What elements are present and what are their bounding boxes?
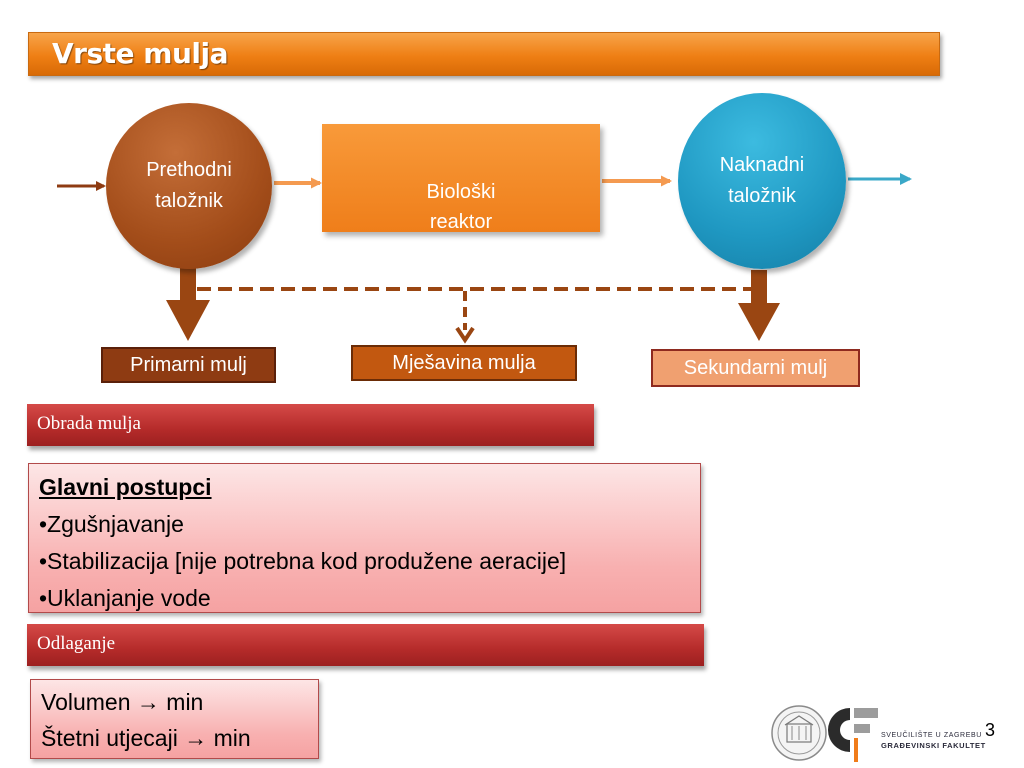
slide-title: Vrste mulja bbox=[52, 37, 228, 70]
list-item: •Stabilizacija [nije potrebna kod produž… bbox=[39, 548, 567, 574]
faculty-wordmark: SVEUČILIŠTE U ZAGREBU GRAĐEVINSKI FAKULT… bbox=[881, 731, 986, 751]
primary-sludge-arrow bbox=[166, 268, 210, 341]
list-item: Volumen → min bbox=[41, 689, 204, 715]
primary-sludge-box: Primarni mulj bbox=[101, 347, 276, 383]
page-number: 3 bbox=[985, 720, 996, 740]
secondary-clarifier-node: Naknadni taložnik bbox=[678, 93, 846, 269]
bioreactor-label: Biološki reaktor bbox=[426, 181, 496, 233]
section-bar-odlaganje: Odlaganje bbox=[27, 624, 704, 666]
section-bar-obrada: Obrada mulja bbox=[27, 404, 594, 446]
title-bar bbox=[28, 32, 940, 76]
primary-clarifier-node: Prethodni taložnik bbox=[106, 103, 272, 269]
list-item: •Uklanjanje vode bbox=[39, 585, 211, 611]
sludge-mixture-box: Mješavina mulja bbox=[351, 345, 577, 381]
university-name: SVEUČILIŠTE U ZAGREBU bbox=[881, 732, 982, 739]
university-seal-logo bbox=[771, 705, 827, 761]
list-item: Štetni utjecaji → min bbox=[41, 725, 251, 751]
secondary-sludge-arrow bbox=[738, 270, 780, 341]
flow-arrows bbox=[57, 173, 912, 344]
list-item: •Zgušnjavanje bbox=[39, 511, 184, 537]
procedures-heading: Glavni postupci bbox=[39, 474, 212, 500]
secondary-clarifier-label: Naknadni taložnik bbox=[719, 154, 805, 207]
primary-clarifier-label: Prethodni taložnik bbox=[146, 159, 232, 212]
mixing-arrowhead bbox=[455, 326, 475, 344]
disposal-goals-box: Volumen → min Štetni utjecaji → min bbox=[30, 679, 319, 759]
faculty-logo bbox=[828, 708, 878, 762]
bioreactor-node: Biološki reaktor bbox=[322, 124, 600, 233]
faculty-name: GRAĐEVINSKI FAKULTET bbox=[881, 741, 986, 750]
secondary-sludge-box: Sekundarni mulj bbox=[651, 349, 860, 387]
main-procedures-box: Glavni postupci •Zgušnjavanje •Stabiliza… bbox=[28, 463, 701, 613]
